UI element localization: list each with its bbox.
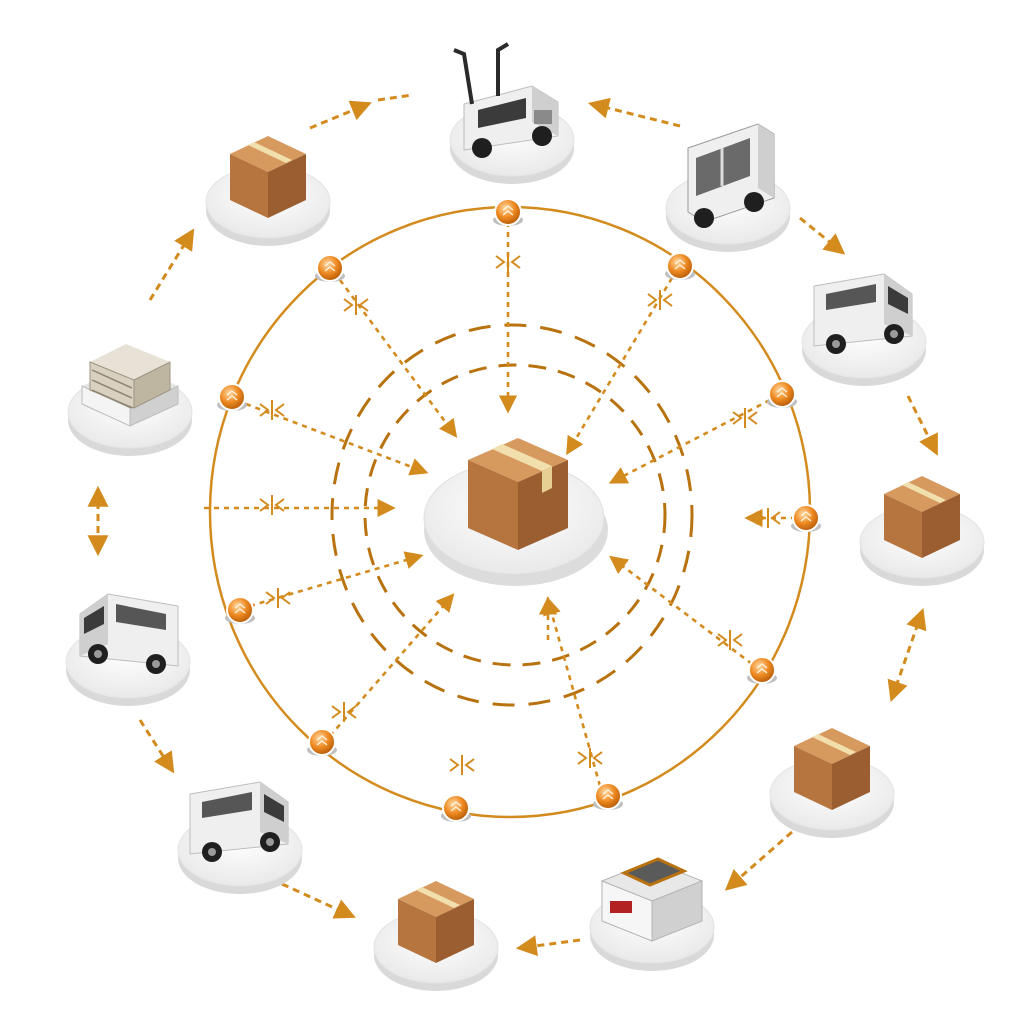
flow-arrow bbox=[281, 882, 356, 919]
forklift-truck-icon bbox=[453, 42, 559, 158]
outer-station bbox=[859, 476, 985, 586]
package-box-icon bbox=[230, 136, 306, 218]
drone-glyph-icon bbox=[755, 508, 781, 528]
drone-node-icon bbox=[307, 728, 337, 756]
package-box-icon bbox=[794, 728, 870, 810]
package-box-icon bbox=[884, 476, 960, 558]
drone-node-icon bbox=[315, 254, 345, 282]
drone-glyph-icon bbox=[732, 408, 758, 428]
middle-dashed-ring bbox=[330, 323, 694, 707]
outer-station bbox=[801, 273, 927, 386]
drone-glyph-icon bbox=[717, 630, 743, 650]
outer-station bbox=[65, 593, 191, 706]
spoke-arrow bbox=[329, 593, 455, 737]
drone-node-icon bbox=[747, 656, 777, 684]
delivery-van-icon bbox=[189, 781, 289, 862]
flow-arrow bbox=[515, 935, 581, 957]
drone-glyph-icon bbox=[343, 295, 369, 315]
spoke-arrow bbox=[338, 279, 458, 438]
drone-node-layer bbox=[217, 198, 821, 822]
spoke-arrow bbox=[543, 596, 602, 787]
outer-station bbox=[665, 123, 791, 252]
flow-arrow bbox=[309, 100, 372, 130]
delivery-van-icon bbox=[79, 593, 179, 674]
flow-arrow bbox=[724, 830, 793, 891]
spoke-arrow bbox=[566, 277, 674, 456]
drone-glyph-icon bbox=[259, 495, 285, 515]
flow-arrow bbox=[799, 216, 846, 255]
spoke-arrow bbox=[245, 402, 429, 476]
flow-arrow bbox=[587, 97, 681, 128]
outer-station bbox=[373, 881, 499, 991]
drone-node-icon bbox=[593, 782, 623, 810]
flow-arrow bbox=[138, 719, 175, 774]
drone-node-icon bbox=[665, 252, 695, 280]
drone-node-icon bbox=[493, 198, 523, 226]
drone-node-icon bbox=[225, 596, 255, 624]
spoke-arrow bbox=[249, 551, 424, 608]
flow-arrow bbox=[906, 395, 938, 456]
drone-glyph-icon bbox=[449, 755, 475, 775]
drone-glyph-icon bbox=[265, 588, 291, 608]
outer-station bbox=[205, 136, 331, 246]
outer-station bbox=[67, 344, 193, 456]
drone-node-icon bbox=[767, 380, 797, 408]
outer-station bbox=[449, 42, 575, 184]
drone-glyph-icon bbox=[577, 748, 603, 768]
spoke-layer bbox=[204, 222, 806, 787]
package-box-icon bbox=[398, 881, 474, 963]
drone-node-icon bbox=[791, 504, 821, 532]
outer-flow-arrows bbox=[87, 93, 938, 957]
package-box-icon bbox=[468, 438, 568, 550]
flow-arrow bbox=[377, 93, 413, 102]
cargo-container-icon bbox=[687, 123, 775, 228]
outer-station bbox=[177, 781, 303, 894]
drone-node-icon bbox=[441, 794, 471, 822]
drone-glyph-icon bbox=[495, 252, 521, 272]
stacked-pallet-icon bbox=[81, 344, 179, 427]
drone-glyph-icon bbox=[647, 290, 673, 310]
sorting-machine-icon bbox=[600, 857, 704, 942]
spoke-arrow bbox=[608, 398, 771, 484]
drone-node-icon bbox=[217, 383, 247, 411]
outer-station bbox=[589, 857, 715, 971]
delivery-van-icon bbox=[813, 273, 913, 354]
inner-dashed-ring bbox=[363, 363, 667, 667]
flow-arrow bbox=[887, 608, 927, 702]
central-hub bbox=[423, 438, 608, 586]
station-layer bbox=[65, 42, 985, 991]
drone-glyph-icon bbox=[331, 702, 357, 722]
drone-glyph-icon bbox=[259, 400, 285, 420]
flow-arrow bbox=[148, 228, 195, 301]
outer-station bbox=[769, 728, 895, 838]
